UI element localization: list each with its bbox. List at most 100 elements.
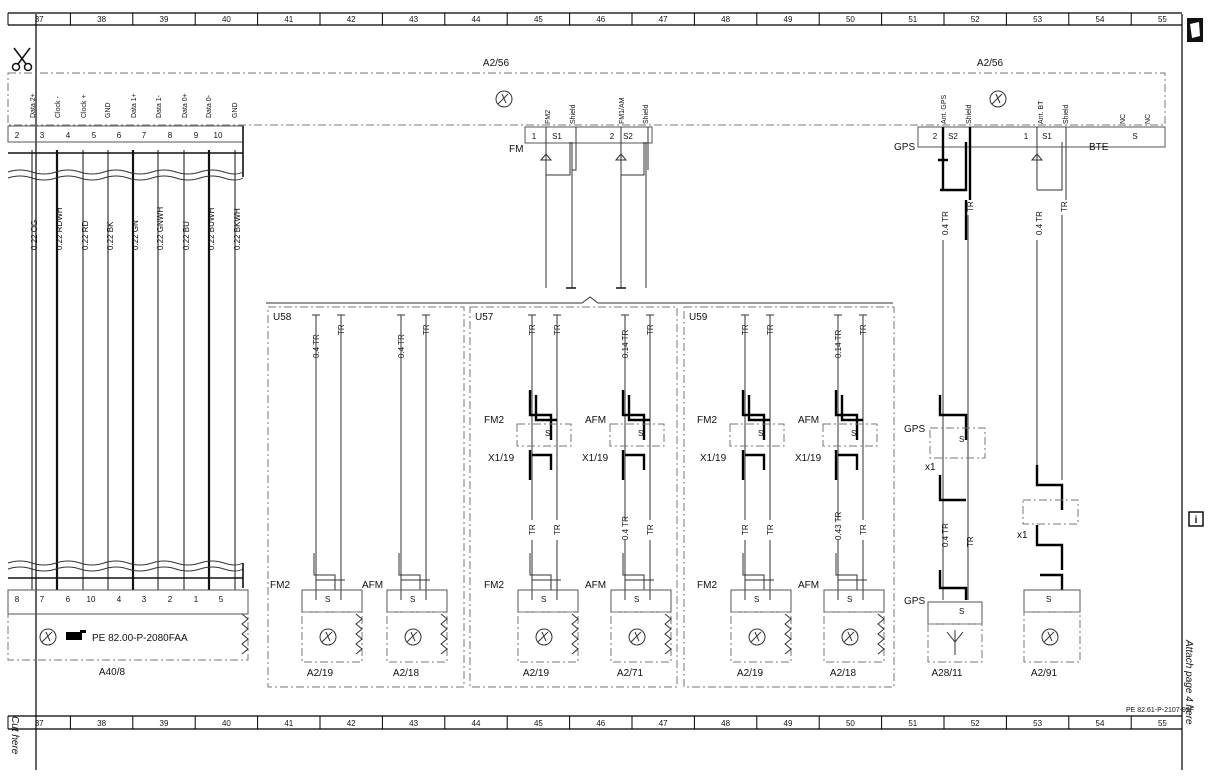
u57-label: U57 [475,312,494,323]
wire-spec-label: 0.22 GN [131,220,140,250]
ruler-column-number: 50 [846,719,855,728]
module-label: FM2 [484,580,504,591]
a2-56-right-label: A2/56 [977,58,1004,69]
wire-spec-label: 0.22 BUWH [207,208,216,250]
connector-pin-number: 2 [15,131,20,140]
connector-pin-number: 1 [194,595,199,604]
module-connector [609,423,665,447]
ruler-column-number: 44 [472,719,481,728]
ground-coil [571,613,579,655]
svg-text:FM1/AM: FM1/AM [619,97,626,124]
module-connector [730,589,792,613]
connector-pin-number: 5 [92,131,97,140]
module-pin-s: S [545,429,550,438]
module-connector [386,589,448,613]
ruler-column-number: 49 [784,719,793,728]
ruler-column-number: 40 [222,15,231,24]
module-pin-s: S [638,429,643,438]
svg-text:2: 2 [610,132,615,141]
coax-shield [528,390,557,480]
x1-19-label: X1/19 [488,453,515,464]
ruler-column-number: 51 [908,15,917,24]
module-connector [822,423,878,447]
radio-symbol-icon [843,631,855,643]
ground-coil [241,613,249,655]
module-connector [610,589,672,613]
connector-signal-name: Data 0- [206,94,213,118]
gps-module-label: GPS [904,596,925,607]
ruler-column-number: 38 [97,719,106,728]
connector-signal-name: Clock + [81,94,88,118]
component-label: A2/71 [617,668,644,679]
wire-spec-label: 0.4 TR [621,516,630,540]
ruler-column-number: 52 [971,15,980,24]
ruler-column-number: 42 [347,15,356,24]
info-icon[interactable]: i [1188,511,1204,527]
coax-shield [622,553,654,590]
module-pin-s: S [754,595,759,604]
module-label: AFM [798,415,819,426]
radio-symbol-icon [750,631,762,643]
svg-text:Shield: Shield [643,104,650,124]
wire-spec-label: TR [553,524,562,535]
ground-coil [355,613,363,655]
wire-spec-label: TR [966,536,975,547]
radio-symbol-icon [630,631,642,643]
x1-label: x1 [925,462,936,473]
svg-text:S1: S1 [552,132,562,141]
wire-spec-label: 0.43 TR [834,511,843,540]
module-label: FM2 [270,580,290,591]
module-pin-s: S [851,429,856,438]
wire-spec-label: 0.22 BK [106,221,115,250]
connector-signal-name: Data 1- [156,94,163,118]
wire-spec-label: TR [646,524,655,535]
wire-spec-label: 0.4 TR [941,523,950,547]
component-label: A2/18 [393,668,420,679]
module-label: AFM [585,415,606,426]
coax-shield [621,390,650,480]
ruler-column-number: 53 [1033,15,1042,24]
svg-text:1: 1 [1024,132,1029,141]
module-connector [1022,499,1079,525]
wire-break-bottom [7,566,244,572]
component-label: A2/19 [523,668,550,679]
x1-19-label: X1/19 [582,453,609,464]
u57-housing [469,306,678,688]
a2-56-left-label: A2/56 [483,58,510,69]
svg-text:S2: S2 [948,132,958,141]
coax-shield [938,395,968,502]
wire-break-bottom [7,560,244,566]
ground-coil [664,613,672,655]
module-pin-s: S [758,429,763,438]
connector-pin-number: 3 [40,131,45,140]
module-pin-s: S [1046,595,1051,604]
ruler-column-number: 40 [222,719,231,728]
radio-symbol-icon [39,628,57,646]
ruler-column-number: 45 [534,15,543,24]
svg-text:Shield: Shield [1063,104,1070,124]
wire-spec-label: 0.4 TR [1035,211,1044,235]
ruler-column-number: 46 [596,719,605,728]
module-pin-s: S [541,595,546,604]
wire-spec-label: TR [766,524,775,535]
module-connector [823,589,885,613]
connector-pin-number: 5 [219,595,224,604]
wire-spec-label: TR [741,524,750,535]
connector-signal-name: GND [105,102,112,118]
radio-symbol-icon [841,628,859,646]
module-body [730,611,792,663]
ruler-column-number: 55 [1158,719,1167,728]
wire-spec-label: TR [1060,201,1069,212]
module-body [1023,611,1081,663]
u58-housing [267,306,465,688]
ruler-column-number: 54 [1096,719,1105,728]
coax-shield [313,553,345,590]
radio-symbol-icon [537,631,549,643]
connector-signal-name: Clock - [55,96,62,118]
svg-text:S: S [1132,132,1137,141]
module-pin-s: S [959,435,964,444]
radio-symbol-icon [748,628,766,646]
